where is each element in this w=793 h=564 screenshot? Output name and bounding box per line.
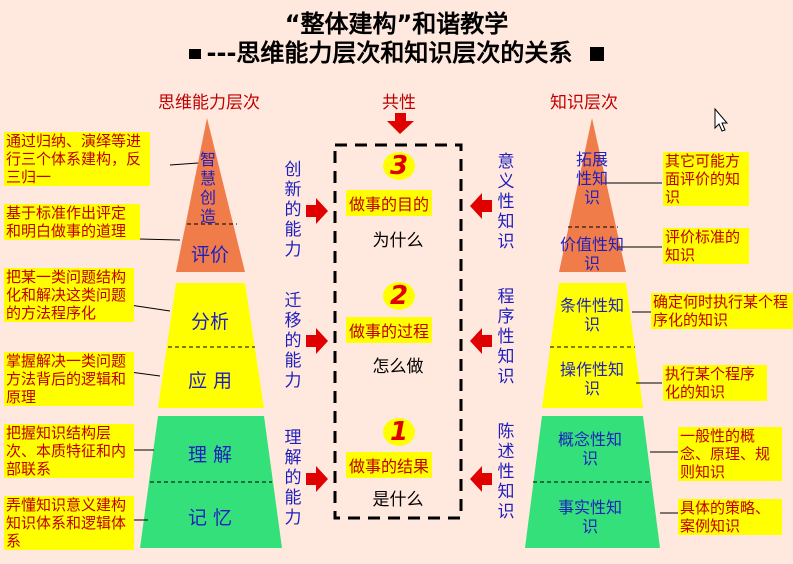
right-arrow-icon <box>306 198 328 224</box>
title-line2-text: ---思维能力层次和知识层次的关系 <box>206 39 573 67</box>
process-label: 做事的过程 <box>346 317 433 343</box>
note-extended: 其它可能方面评价的知识 <box>663 152 749 206</box>
ability-innovation: 创新的能力 <box>284 160 302 260</box>
level-operational-label: 操作性知识 <box>560 360 625 398</box>
header-right: 知识层次 <box>550 93 618 113</box>
result-question: 是什么 <box>372 490 424 510</box>
right-pyramid-orange <box>559 118 626 272</box>
level-wisdom-label: 智慧创造 <box>199 150 216 226</box>
level-analyze-label: 分析 <box>190 311 229 333</box>
center-dashed-box <box>333 143 463 520</box>
level-factual-label: 事实性知识 <box>557 498 622 536</box>
note-apply: 掌握解决一类问题方法背后的逻辑和原理 <box>4 352 134 406</box>
left-pyramid-green <box>140 416 282 548</box>
level-extended-label: 拓展性知识 <box>575 150 608 207</box>
header-left: 思维能力层次 <box>158 93 260 113</box>
cursor-icon <box>714 107 729 132</box>
knowledge-declarative: 陈述性知识 <box>497 422 515 522</box>
title-line2: ---思维能力层次和知识层次的关系 <box>0 33 793 68</box>
level-value-label: 价值性知识 <box>560 235 625 273</box>
note-conceptual: 一般性的概念、原理、规则知识 <box>678 427 782 481</box>
number-2: 2 <box>389 281 409 311</box>
header-center: 共性 <box>382 93 416 113</box>
left-pyramid-yellow <box>158 283 264 408</box>
knowledge-meaning: 意义性知识 <box>497 152 515 252</box>
note-wisdom: 通过归纳、演绎等进行三个体系建构，反三归一 <box>4 132 150 186</box>
note-value: 评价标准的知识 <box>663 228 749 264</box>
level-remember-label: 记 忆 <box>187 507 233 529</box>
level-conceptual-label: 概念性知识 <box>557 430 622 468</box>
right-arrow-icon <box>306 328 328 354</box>
process-question: 怎么做 <box>372 357 424 377</box>
down-arrow-icon <box>387 113 414 134</box>
note-conditional: 确定何时执行某个程序化的知识 <box>651 293 793 329</box>
note-factual: 具体的策略、案例知识 <box>678 499 782 535</box>
left-arrow-icon <box>470 193 492 219</box>
left-arrow-icon <box>470 466 492 492</box>
ability-comprehension: 理解的能力 <box>284 428 302 528</box>
result-label: 做事的结果 <box>346 452 433 478</box>
note-understand: 把握知识结构层次、本质特征和内部联系 <box>4 424 134 478</box>
right-arrow-icon <box>306 466 328 492</box>
left-arrow-icon <box>470 328 492 354</box>
purpose-label: 做事的目的 <box>346 190 433 216</box>
ability-transfer: 迁移的能力 <box>284 291 302 391</box>
number-3: 3 <box>389 151 409 181</box>
right-pyramid-yellow <box>542 283 643 408</box>
level-understand-label: 理 解 <box>187 444 233 466</box>
number-1: 1 <box>389 417 409 447</box>
title-line1: “整体建构”和谐教学 <box>284 10 509 38</box>
note-operational: 执行某个程序化的知识 <box>663 365 767 401</box>
bullet-square-icon <box>590 47 605 61</box>
knowledge-procedural: 程序性知识 <box>497 287 515 387</box>
level-conditional-label: 条件性知识 <box>560 296 625 334</box>
purpose-question: 为什么 <box>372 231 424 251</box>
left-pyramid-orange <box>176 118 245 272</box>
note-remember: 弄懂知识意义建构知识体系和逻辑体系 <box>4 496 134 550</box>
bullet-square-icon <box>188 49 201 59</box>
note-analyze: 把某一类问题结构化和解决这类问题的方法程序化 <box>4 268 134 322</box>
note-evaluate: 基于标准作出评定和明白做事的道理 <box>4 204 140 240</box>
level-evaluate-label: 评价 <box>190 244 229 266</box>
level-apply-label: 应 用 <box>187 370 233 392</box>
